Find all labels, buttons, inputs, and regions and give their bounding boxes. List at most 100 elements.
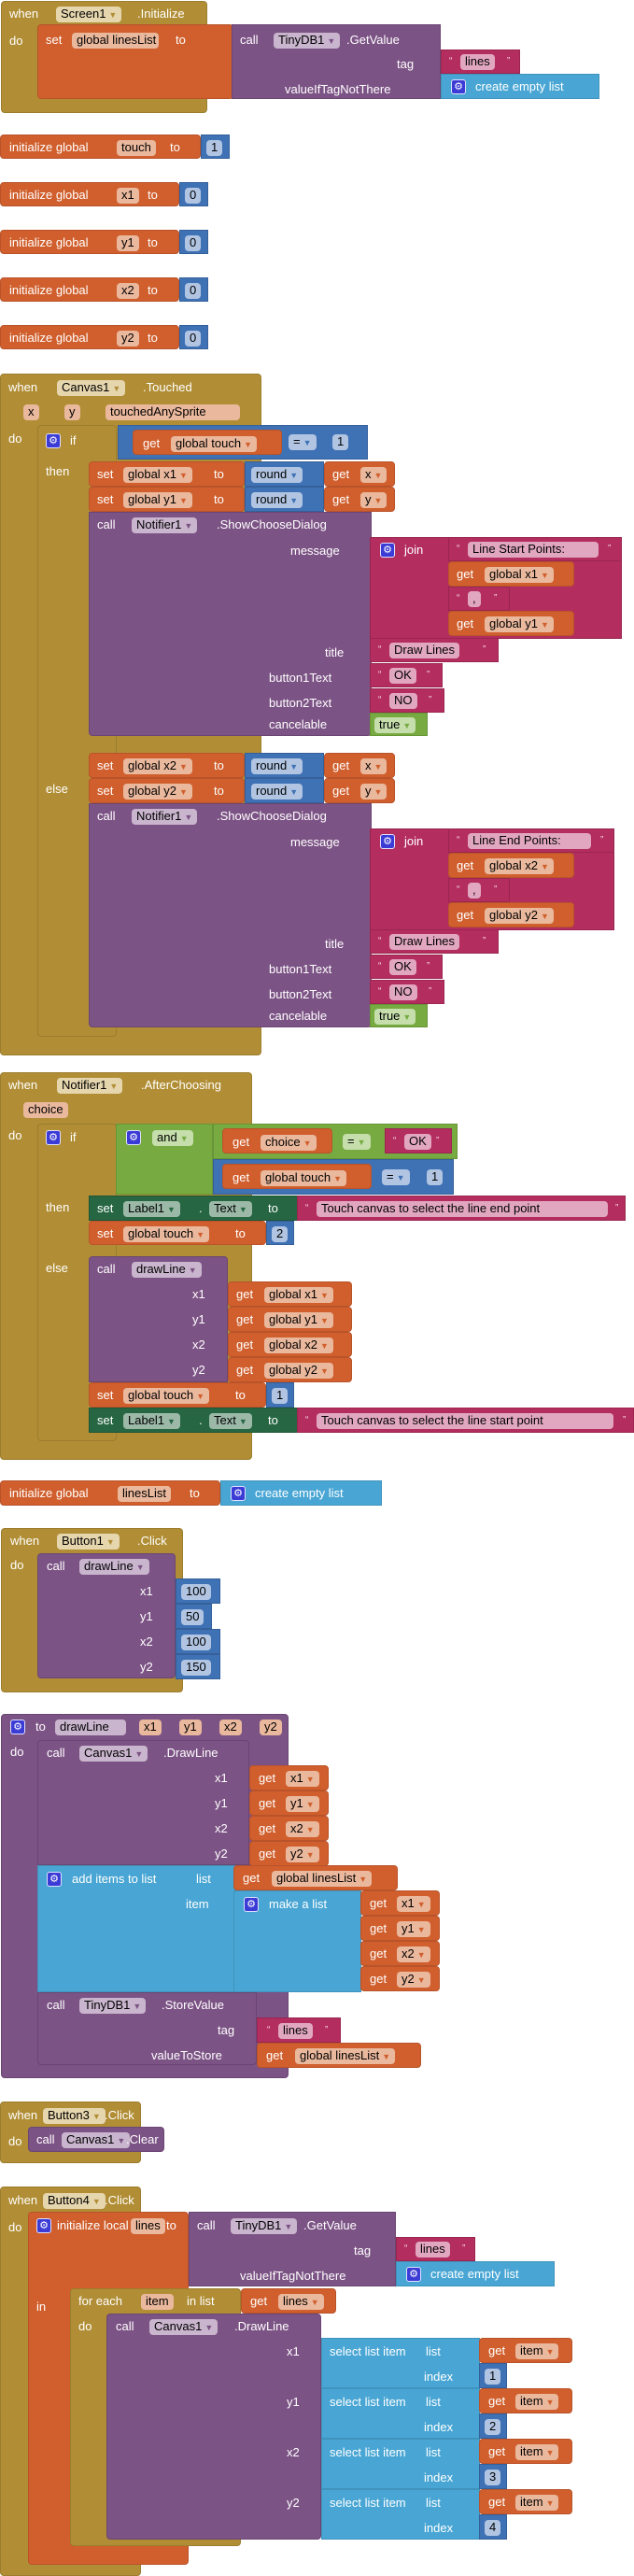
param-x2[interactable]: x2 [219,1720,242,1735]
text-block[interactable]: “OK” [385,1128,452,1154]
component-dropdown[interactable]: Button3▼ [43,2108,106,2124]
number-value[interactable]: 50 [181,1609,204,1625]
get-global-lineslist[interactable]: get global linesList▼ [257,2043,421,2068]
variable-dropdown[interactable]: global x1▼ [123,467,192,483]
operator-dropdown[interactable]: =▼ [343,1134,371,1150]
variable-dropdown[interactable]: y▼ [360,784,387,800]
add-items-to-list-block[interactable]: ⚙ add items to list list item [37,1865,235,1992]
variable-dropdown[interactable]: x1▼ [397,1896,430,1912]
round-block[interactable]: round▼ [245,487,324,512]
variable-dropdown[interactable]: global y2▼ [123,784,192,800]
param-y[interactable]: y [64,404,80,420]
number-block[interactable]: 2 [479,2413,507,2439]
variable-dropdown[interactable]: y1▼ [397,1921,430,1937]
component-dropdown[interactable]: Notifier1▼ [132,517,198,533]
gear-icon[interactable]: ⚙ [46,1130,61,1145]
init-global-touch[interactable]: initialize global touch to [0,134,201,159]
number-value[interactable]: 3 [485,2470,501,2485]
init-global-y2[interactable]: initialize global y2 to [0,325,179,349]
variable-dropdown[interactable]: y2▼ [397,1972,430,1988]
get-global-y2[interactable]: get global y2▼ [228,1357,352,1382]
text-block[interactable]: “NO” [370,688,444,713]
gear-icon[interactable]: ⚙ [380,834,395,849]
procedure-dropdown[interactable]: drawLine▼ [79,1559,149,1575]
select-list-item-y1[interactable]: select list item list index [321,2388,480,2439]
operator-dropdown[interactable]: =▼ [289,434,317,450]
set-global-x1[interactable]: set global x1▼ to [89,461,245,487]
call-drawline[interactable]: call drawLine▼ x1 y1 x2 y2 [37,1553,176,1678]
text-block[interactable]: “lines” [396,2237,475,2261]
number-value[interactable]: 1 [272,1388,289,1404]
and-dropdown[interactable]: and▼ [152,1130,193,1146]
number-block[interactable]: 2 [266,1221,294,1245]
get-global-x2[interactable]: get global x2▼ [228,1332,352,1357]
variable-dropdown[interactable]: global linesList▼ [295,2048,396,2064]
number-block[interactable]: 0 [179,325,208,349]
component-dropdown[interactable]: TinyDB1▼ [274,33,341,49]
canvas-drawline-call[interactable]: call Canvas1▼ .DrawLine x1 y1 x2 y2 [37,1740,249,1865]
get-x1[interactable]: get x1▼ [360,1890,440,1916]
tinydb-getvalue-block[interactable]: call TinyDB1▼ .GetValue tag valueIfTagNo… [189,2212,396,2286]
gear-icon[interactable]: ⚙ [36,2218,51,2233]
make-a-list-block[interactable]: ⚙ make a list [233,1890,361,1992]
get-y2[interactable]: get y2▼ [249,1841,329,1866]
round-dropdown[interactable]: round▼ [251,784,303,800]
number-value[interactable]: 1 [206,140,223,156]
create-empty-list-block[interactable]: ⚙ create empty list [441,74,599,99]
get-x2[interactable]: get x2▼ [249,1816,329,1841]
get-y1[interactable]: get y1▼ [360,1916,440,1941]
param-x[interactable]: x [23,404,39,420]
param-choice[interactable]: choice [23,1102,68,1118]
canvas-drawline-call[interactable]: call Canvas1▼ .DrawLine x1 y1 x2 y2 [106,2314,321,2540]
get-global-touch[interactable]: get global touch▼ [133,430,282,455]
component-dropdown[interactable]: TinyDB1▼ [79,1998,147,2014]
property-dropdown[interactable]: Text▼ [209,1201,252,1217]
number-value[interactable]: 2 [485,2419,501,2435]
text-block[interactable]: “Line End Points:” [448,828,614,853]
round-dropdown[interactable]: round▼ [251,492,303,508]
text-value[interactable]: Draw Lines [389,643,460,658]
tinydb-getvalue-block[interactable]: call TinyDB1▼ .GetValue tag valueIfTagNo… [232,24,441,99]
variable-dropdown[interactable]: global y2▼ [485,908,554,924]
number-value[interactable]: 0 [185,235,202,251]
number-block[interactable]: 0 [179,277,208,302]
text-value[interactable]: , [468,883,481,899]
component-dropdown[interactable]: Canvas1▼ [149,2319,218,2335]
variable-dropdown[interactable]: global y2▼ [264,1363,333,1379]
operator-dropdown[interactable]: =▼ [382,1169,410,1185]
variable-dropdown[interactable]: x1▼ [286,1771,319,1787]
property-dropdown[interactable]: Text▼ [209,1413,252,1429]
number-block[interactable]: 150 [176,1654,220,1679]
variable-dropdown[interactable]: lines▼ [278,2294,324,2310]
component-dropdown[interactable]: Canvas1▼ [62,2132,131,2148]
variable-dropdown[interactable]: item▼ [515,2394,559,2410]
tinydb-storevalue-call[interactable]: call TinyDB1▼ .StoreValue tag valueToSto… [37,1992,257,2065]
text-block[interactable]: “Draw Lines” [370,929,499,954]
component-dropdown[interactable]: Canvas1▼ [57,380,126,396]
get-global-y2[interactable]: get global y2▼ [448,902,574,927]
variable-dropdown[interactable]: x2▼ [397,1946,430,1962]
init-global-x2[interactable]: initialize global x2 to [0,277,179,302]
gear-icon[interactable]: ⚙ [231,1486,246,1501]
text-block[interactable]: “Touch canvas to select the line end poi… [297,1196,626,1221]
text-value[interactable]: lines [460,54,495,70]
boolean-dropdown[interactable]: true▼ [374,717,416,733]
get-y-block[interactable]: get y▼ [324,778,395,803]
variable-dropdown[interactable]: global y1▼ [123,492,192,508]
show-choose-dialog-end[interactable]: call Notifier1▼ .ShowChooseDialog messag… [89,803,372,1027]
get-y1[interactable]: get y1▼ [249,1790,329,1816]
component-dropdown[interactable]: TinyDB1▼ [231,2218,298,2234]
create-empty-list-block[interactable]: ⚙ create empty list [396,2261,555,2286]
procedure-name-field[interactable]: drawLine [55,1720,126,1735]
global-name-field[interactable]: x2 [117,283,139,299]
text-lines-block[interactable]: “lines” [441,50,520,74]
variable-dropdown[interactable]: y▼ [360,492,387,508]
component-dropdown[interactable]: Canvas1▼ [79,1746,148,1762]
round-block[interactable]: round▼ [245,778,324,803]
text-value[interactable]: , [468,591,481,607]
variable-dropdown[interactable]: item▼ [515,2444,559,2460]
round-block[interactable]: round▼ [245,461,324,487]
text-value[interactable]: Touch canvas to select the line end poin… [317,1201,608,1217]
set-global-touch[interactable]: set global touch▼ to [89,1221,266,1245]
text-block[interactable]: “Line Start Points:” [448,537,622,561]
